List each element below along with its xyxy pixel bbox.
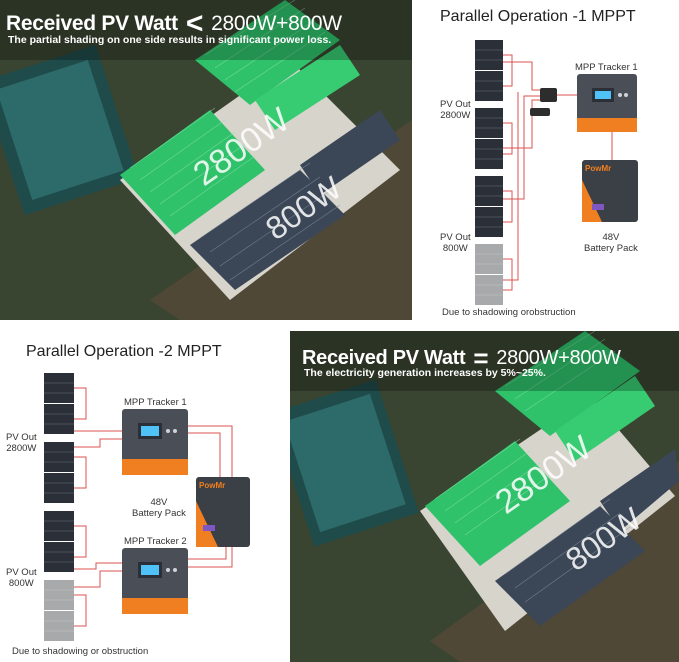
title-value: 2800W+800W [211,12,342,35]
pv-out-b-label: PV Out 800W [6,567,37,589]
dark-array [190,110,400,290]
roof-shape [120,60,400,300]
photo-title: Received PV Watt = 2800W+800W [302,340,621,373]
mppt-controller [577,74,637,132]
photo-title: Received PV Watt <2800W+800W [6,4,342,40]
battery-brand: PowMr [199,481,226,490]
solar-string-a [475,40,503,169]
battery-label: 48V Battery Pack [584,232,638,254]
pv-out-a-label: PV Out 2800W [6,432,37,454]
green-array [425,331,655,566]
solar-string-b [475,176,503,305]
solar-string-a [44,373,74,503]
solar-string-b [44,511,74,641]
mppt-controller-2 [122,548,188,614]
tracker-label: MPP Tracker 1 [575,62,638,73]
photo-panel-shaded: Received PV Watt <2800W+800W The partial … [0,0,412,320]
dark-array [495,449,679,626]
wiring-diagram [44,373,250,641]
diagram-title: Parallel Operation -1 MPPT [440,8,636,25]
photo-subtitle: The partial shading on one side results … [8,34,332,46]
battery-pack [196,477,250,547]
rooftop-illustration [290,331,679,662]
tracker-1-label: MPP Tracker 1 [124,397,187,408]
diagram-title: Parallel Operation -2 MPPT [26,343,222,360]
battery-brand: PowMr [585,164,612,173]
wires [74,387,233,627]
photo-subtitle: The electricity generation increases by … [304,367,546,379]
title-prefix: Received PV Watt [6,12,178,35]
green-array [120,0,360,235]
title-prefix: Received PV Watt [302,347,466,369]
shading-note: Due to shadowing or obstruction [12,646,149,657]
battery-pack [582,160,638,222]
photo-panel-mppt: Received PV Watt = 2800W+800W The electric… [290,331,679,662]
battery-label: 48V Battery Pack [132,497,186,519]
less-than-operator: < [185,7,204,40]
rooftop-illustration [0,0,412,320]
wires [503,54,613,291]
pv-out-b-label: PV Out 800W [440,232,471,254]
tracker-2-label: MPP Tracker 2 [124,536,187,547]
diagram-1-mppt: Parallel Operation -1 MPPT [412,0,679,320]
title-value: 2800W+800W [496,347,621,369]
diagram-2-mppt: Parallel Operation -2 MPPT [0,331,290,662]
shading-note: Due to shadowing orobstruction [442,307,576,318]
mppt-controller-1 [122,409,188,475]
wiring-diagram [475,40,638,305]
pv-out-a-label: PV Out 2800W [440,99,471,121]
connector-block [530,88,557,116]
equals-operator: = [473,343,489,373]
